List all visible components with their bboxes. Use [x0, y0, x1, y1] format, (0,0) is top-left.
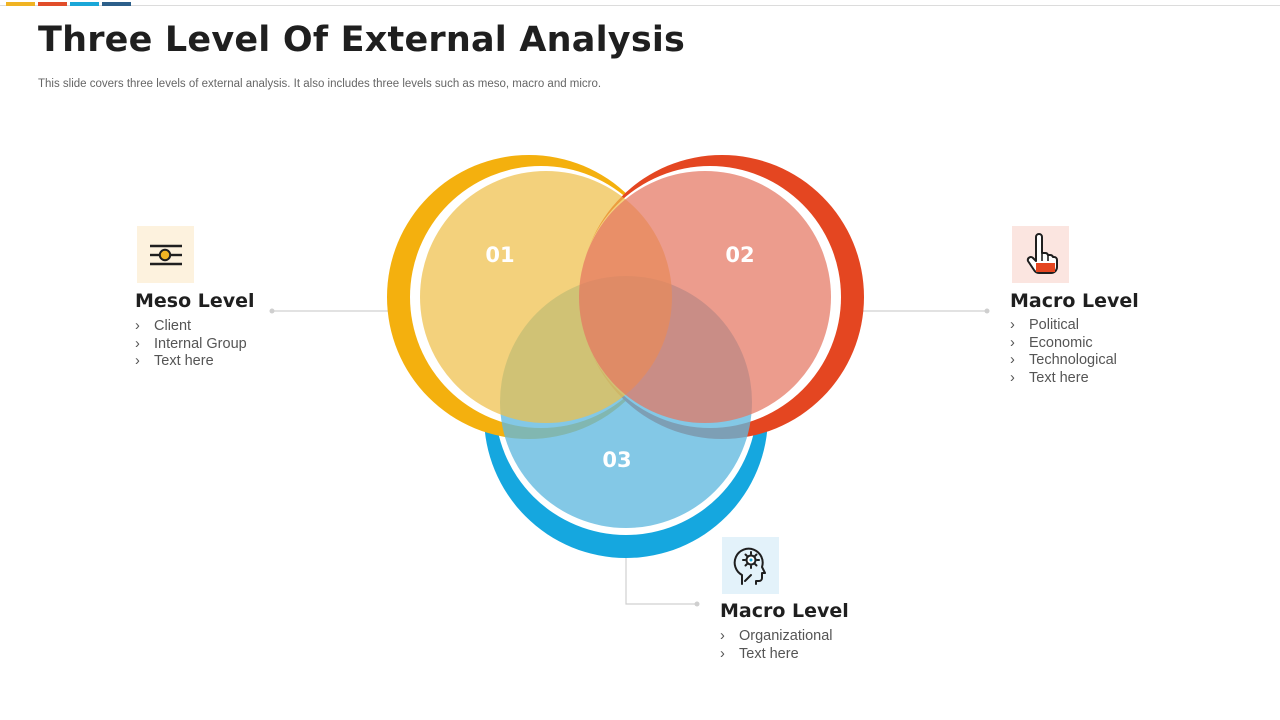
- chevron-right-icon: ›: [135, 318, 140, 334]
- list-item-text: Text here: [739, 645, 799, 662]
- list-item: › Organizational: [720, 628, 833, 646]
- list-item: › Text here: [720, 646, 833, 664]
- accent-bar-yellow: [6, 2, 35, 6]
- list-item-text: Text here: [154, 353, 214, 370]
- circle-fill-02: [579, 171, 831, 423]
- list-item: › Technological: [1010, 352, 1117, 370]
- macro-bottom-icon-box: [722, 537, 779, 594]
- page-subtitle: This slide covers three levels of extern…: [38, 78, 602, 90]
- list-item-text: Technological: [1029, 352, 1117, 369]
- chevron-right-icon: ›: [1010, 352, 1015, 369]
- chevron-right-icon: ›: [135, 353, 140, 370]
- list-item-text: Organizational: [739, 628, 833, 644]
- hand-pointing-up-icon: [1026, 232, 1058, 274]
- connector-dot-macro-bottom: [694, 601, 700, 607]
- connector-dot-macro-right: [984, 308, 990, 314]
- list-item: › Text here: [135, 353, 247, 371]
- sliders-icon: [149, 244, 182, 265]
- connector-dot-meso: [269, 308, 275, 314]
- list-item: › Internal Group: [135, 336, 247, 354]
- meso-icon-box: [137, 226, 194, 283]
- macro-right-title: Macro Level: [1010, 290, 1139, 312]
- list-item-text: Client: [154, 318, 192, 334]
- chevron-right-icon: ›: [1010, 369, 1015, 386]
- list-item-text: Economic: [1029, 334, 1093, 351]
- list-item: › Political: [1010, 317, 1117, 335]
- macro-right-icon-box: [1012, 226, 1069, 283]
- list-item: › Client: [135, 318, 247, 336]
- macro-bottom-list: › Organizational › Text here: [720, 628, 833, 663]
- chevron-right-icon: ›: [1010, 334, 1015, 351]
- list-item-text: Internal Group: [154, 335, 247, 352]
- list-item-text: Political: [1029, 317, 1079, 333]
- circle-number-01: 01: [485, 243, 514, 267]
- list-item-text: Text here: [1029, 369, 1089, 386]
- chevron-right-icon: ›: [1010, 317, 1015, 333]
- circle-number-02: 02: [725, 243, 754, 267]
- macro-bottom-title: Macro Level: [720, 600, 849, 622]
- circle-number-03: 03: [602, 448, 631, 472]
- connector-macro-bottom: [625, 555, 697, 605]
- top-rule: [0, 5, 1280, 6]
- meso-title: Meso Level: [135, 290, 255, 312]
- macro-right-list: › Political › Economic › Technological › Tex…: [1010, 317, 1117, 387]
- top-accent-bars: [6, 2, 131, 6]
- meso-list: › Client › Internal Group › Text here: [135, 318, 247, 371]
- chevron-right-icon: ›: [135, 335, 140, 352]
- page-title: Three Level Of External Analysis: [38, 20, 686, 60]
- list-item: › Economic: [1010, 335, 1117, 353]
- chevron-right-icon: ›: [720, 628, 725, 644]
- chevron-right-icon: ›: [720, 645, 725, 662]
- list-item: › Text here: [1010, 370, 1117, 388]
- accent-bar-navy: [102, 2, 131, 6]
- accent-bar-red: [38, 2, 67, 6]
- accent-bar-blue: [70, 2, 99, 6]
- head-gear-icon: [733, 547, 766, 585]
